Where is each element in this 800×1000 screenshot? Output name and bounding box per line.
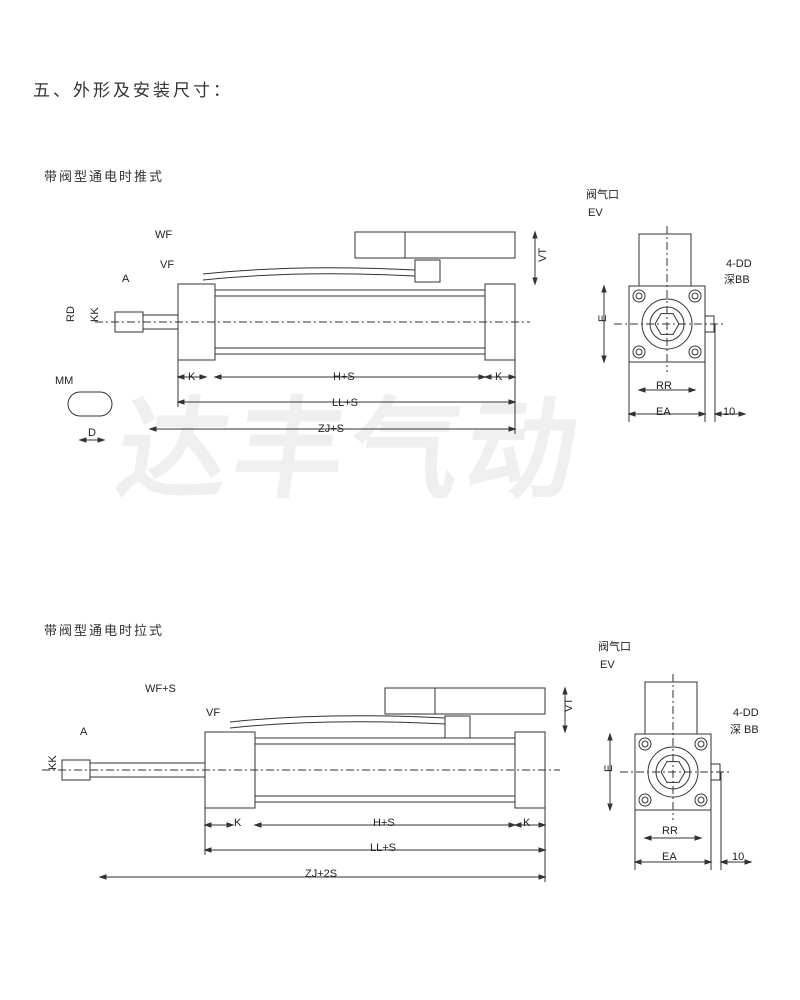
label-ev: EV — [588, 207, 603, 219]
label-ll: LL+S — [332, 397, 358, 409]
solenoid-valve — [354, 231, 516, 259]
air-pipe — [202, 273, 416, 281]
label-bb-2: 深 BB — [730, 723, 759, 736]
arrow-icon — [513, 822, 547, 828]
label-port: 阀气口 — [586, 187, 619, 201]
arrow-icon — [562, 686, 568, 734]
arrow-icon — [532, 230, 538, 286]
bolt-hole — [635, 292, 643, 300]
label-ea-2: EA — [662, 851, 677, 863]
air-pipe — [229, 721, 446, 729]
valve-block — [414, 259, 441, 283]
section-heading: 五、外形及安装尺寸： — [33, 81, 233, 101]
label-kk: KK — [89, 307, 101, 322]
label-ll-2: LL+S — [370, 842, 396, 854]
valve-block — [444, 715, 471, 739]
label-zj-2: ZJ+2S — [305, 868, 337, 880]
label-kk-2: KK — [47, 755, 59, 770]
arrow-icon — [607, 732, 613, 812]
bolt-hole — [635, 348, 643, 356]
arrow-icon — [601, 284, 607, 364]
label-k1: K — [188, 371, 196, 383]
mm-section — [67, 391, 113, 417]
arrow-icon — [253, 822, 517, 828]
label-k1-2: K — [234, 817, 242, 829]
arrow-icon — [643, 835, 703, 841]
label-dd: 4-DD — [726, 258, 752, 270]
label-e-2: E — [603, 765, 615, 772]
arrow-icon — [78, 437, 106, 443]
arrow-icon — [98, 874, 547, 880]
label-10: 10 — [723, 406, 735, 418]
label-wf-s: WF+S — [145, 683, 176, 695]
bolt-hole — [697, 796, 705, 804]
label-zj: ZJ+S — [318, 423, 344, 435]
arrow-icon — [633, 859, 713, 865]
arrow-icon — [203, 822, 235, 828]
label-10-2: 10 — [732, 851, 744, 863]
label-ea: EA — [656, 406, 671, 418]
label-bb: 深BB — [724, 273, 750, 286]
label-wf: WF — [155, 229, 172, 241]
label-dd-2: 4-DD — [733, 707, 759, 719]
label-a-2: A — [80, 726, 88, 738]
label-vt: VT — [537, 248, 549, 262]
label-k2: K — [495, 371, 503, 383]
label-mm: MM — [55, 375, 73, 387]
bolt-hole — [697, 740, 705, 748]
label-port-2: 阀气口 — [598, 639, 631, 653]
end-view-valve — [644, 681, 698, 735]
label-e: E — [597, 315, 609, 322]
label-hs: H+S — [333, 371, 355, 383]
arrow-icon — [483, 374, 517, 380]
solenoid-valve — [384, 687, 546, 715]
label-k2-2: K — [523, 817, 531, 829]
arrow-icon — [213, 374, 487, 380]
arrow-icon — [176, 374, 208, 380]
label-vf-2: VF — [206, 707, 220, 719]
label-hs-2: H+S — [373, 817, 395, 829]
arrow-icon — [637, 387, 697, 393]
arrow-icon — [719, 859, 753, 865]
push-caption: 带阀型通电时推式 — [44, 170, 165, 185]
label-vt-2: VT — [563, 698, 575, 712]
air-pipe — [229, 715, 446, 723]
label-rd: RD — [65, 306, 77, 322]
bolt-hole — [691, 292, 699, 300]
arrow-icon — [627, 411, 707, 417]
label-rr-2: RR — [662, 825, 678, 837]
label-ev-2: EV — [600, 659, 615, 671]
label-rr: RR — [656, 380, 672, 392]
arrow-icon — [176, 399, 517, 405]
air-pipe — [202, 267, 416, 275]
bolt-hole — [641, 740, 649, 748]
bolt-hole — [641, 796, 649, 804]
label-vf: VF — [160, 259, 174, 271]
bolt-hole — [691, 348, 699, 356]
end-view-valve — [638, 233, 692, 287]
arrow-icon — [713, 411, 747, 417]
label-d: D — [88, 427, 96, 439]
arrow-icon — [148, 426, 517, 432]
pull-caption: 带阀型通电时拉式 — [44, 624, 165, 639]
label-a: A — [122, 273, 130, 285]
arrow-icon — [203, 847, 547, 853]
